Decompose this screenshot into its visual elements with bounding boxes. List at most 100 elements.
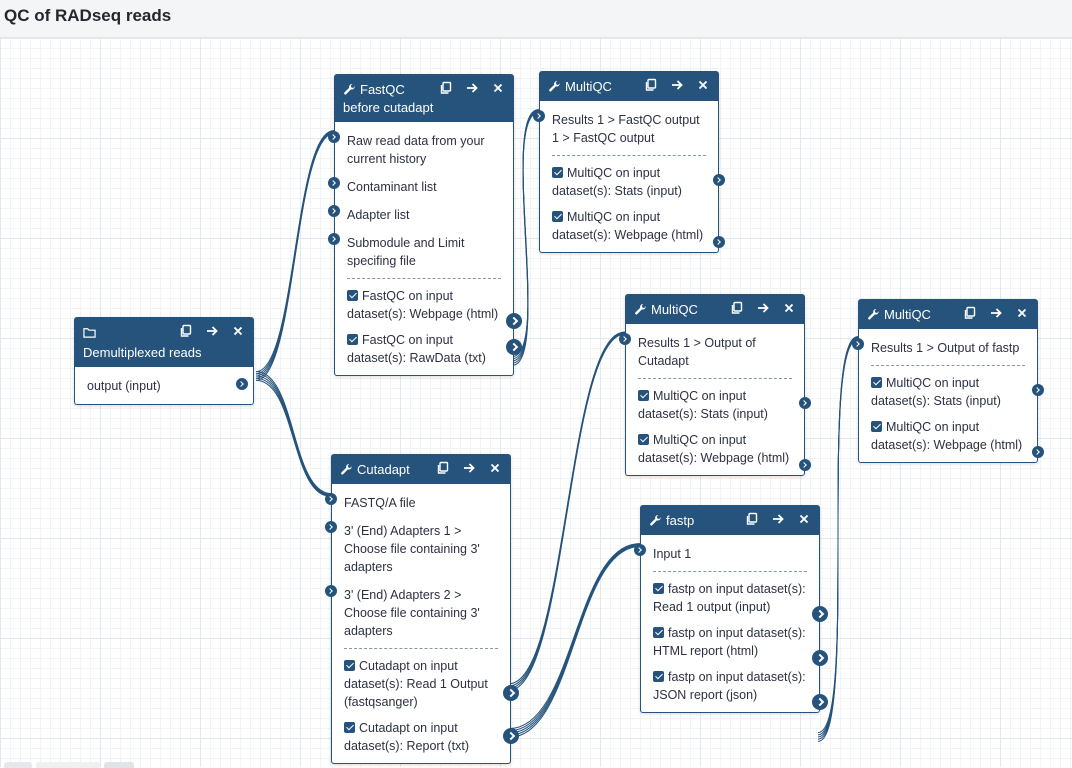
output-terminal[interactable] <box>1032 446 1044 458</box>
close-icon[interactable] <box>797 512 811 526</box>
checkbox-checked-icon[interactable] <box>653 671 664 682</box>
copy-icon[interactable] <box>179 324 193 338</box>
divider <box>653 571 807 572</box>
output-terminal[interactable] <box>812 650 828 666</box>
arrow-right-icon[interactable] <box>465 81 479 95</box>
arrow-right-icon[interactable] <box>462 461 476 475</box>
copy-icon[interactable] <box>436 461 450 475</box>
input-terminal[interactable] <box>325 585 337 597</box>
checkbox-checked-icon[interactable] <box>653 583 664 594</box>
node-title: MultiQC <box>565 79 612 94</box>
output-terminal[interactable] <box>799 459 811 471</box>
checkbox-checked-icon[interactable] <box>638 434 649 445</box>
checkbox-checked-icon[interactable] <box>552 211 563 222</box>
output-terminal[interactable] <box>812 606 828 622</box>
output-terminal[interactable] <box>506 339 522 355</box>
input-terminal[interactable] <box>328 233 340 245</box>
zoom-in-control[interactable] <box>104 762 134 768</box>
output-terminal[interactable] <box>503 728 519 744</box>
node-header[interactable]: fastp <box>641 506 819 535</box>
wrench-icon <box>549 81 560 92</box>
close-icon[interactable] <box>231 324 245 338</box>
close-icon[interactable] <box>782 301 796 315</box>
close-icon[interactable] <box>1015 306 1029 320</box>
output-terminal[interactable] <box>506 313 522 329</box>
output-label: fastp on input dataset(s): HTML report (… <box>653 626 806 658</box>
checkbox-checked-icon[interactable] <box>638 390 649 401</box>
node-header[interactable]: Demultiplexed reads <box>75 318 253 367</box>
output-terminal[interactable] <box>236 378 248 390</box>
node-header[interactable]: MultiQC <box>540 72 718 101</box>
checkbox-checked-icon[interactable] <box>344 722 355 733</box>
zoom-level-control[interactable] <box>36 762 100 768</box>
input-label: Results 1 > Output of Cutadapt <box>638 336 756 368</box>
output-label: FastQC on input dataset(s): Webpage (htm… <box>347 289 499 321</box>
node-multiqc-fastqc[interactable]: MultiQC Results 1 > FastQC output 1 > Fa… <box>533 71 725 253</box>
output-label: fastp on input dataset(s): JSON report (… <box>653 670 806 702</box>
close-icon[interactable] <box>491 81 505 95</box>
input-label: Raw read data from your current history <box>347 134 485 166</box>
input-terminal[interactable] <box>328 177 340 189</box>
output-terminal[interactable] <box>799 397 811 409</box>
checkbox-checked-icon[interactable] <box>344 660 355 671</box>
zoom-out-control[interactable] <box>4 762 32 768</box>
node-header[interactable]: FastQC before cutadapt <box>335 75 513 122</box>
node-cutadapt[interactable]: Cutadapt FASTQ/A file 3' (End) Adapters … <box>325 454 519 764</box>
page-title: QC of RADseq reads <box>4 6 172 25</box>
input-terminal[interactable] <box>852 338 864 350</box>
node-fastqc[interactable]: FastQC before cutadapt Raw read data fro… <box>328 74 522 376</box>
output-terminal[interactable] <box>713 236 725 248</box>
checkbox-checked-icon[interactable] <box>871 377 882 388</box>
node-header[interactable]: MultiQC <box>626 295 804 324</box>
node-header[interactable]: MultiQC <box>859 300 1037 329</box>
output-terminal[interactable] <box>503 685 519 701</box>
checkbox-checked-icon[interactable] <box>347 290 358 301</box>
input-label: Adapter list <box>347 208 410 222</box>
checkbox-checked-icon[interactable] <box>871 421 882 432</box>
copy-icon[interactable] <box>745 512 759 526</box>
arrow-right-icon[interactable] <box>670 78 684 92</box>
output-terminal[interactable] <box>713 174 725 186</box>
checkbox-checked-icon[interactable] <box>347 334 358 345</box>
input-terminal[interactable] <box>619 333 631 345</box>
input-row: Results 1 > FastQC output 1 > FastQC out… <box>533 105 706 151</box>
input-terminal[interactable] <box>328 131 340 143</box>
close-icon[interactable] <box>488 461 502 475</box>
node-fastp[interactable]: fastp Input 1 fastp on input dataset(s):… <box>634 505 828 713</box>
node-multiqc-cutadapt[interactable]: MultiQC Results 1 > Output of Cutadapt M… <box>619 294 811 476</box>
input-terminal[interactable] <box>325 493 337 505</box>
checkbox-checked-icon[interactable] <box>552 167 563 178</box>
output-terminal[interactable] <box>812 694 828 710</box>
close-icon[interactable] <box>696 78 710 92</box>
node-demultiplexed-reads[interactable]: Demultiplexed reads output (input) <box>74 317 254 405</box>
output-label: MultiQC on input dataset(s): Webpage (ht… <box>638 433 790 465</box>
divider <box>344 648 498 649</box>
input-terminal[interactable] <box>328 205 340 217</box>
input-row: Results 1 > Output of fastp <box>852 333 1025 361</box>
input-terminal[interactable] <box>533 110 545 122</box>
node-title: Cutadapt <box>357 462 410 477</box>
wrench-icon <box>344 84 355 95</box>
copy-icon[interactable] <box>439 81 453 95</box>
output-row: FastQC on input dataset(s): RawData (txt… <box>347 327 522 371</box>
output-terminal[interactable] <box>1032 384 1044 396</box>
output-row: MultiQC on input dataset(s): Webpage (ht… <box>638 427 811 471</box>
arrow-right-icon[interactable] <box>771 512 785 526</box>
output-row: Cutadapt on input dataset(s): Report (tx… <box>344 715 519 759</box>
wrench-icon <box>650 515 661 526</box>
copy-icon[interactable] <box>963 306 977 320</box>
input-terminal[interactable] <box>634 544 646 556</box>
node-header[interactable]: Cutadapt <box>332 455 510 484</box>
checkbox-checked-icon[interactable] <box>653 627 664 638</box>
output-row: fastp on input dataset(s): Read 1 output… <box>653 576 828 622</box>
wrench-icon <box>868 309 879 320</box>
arrow-right-icon[interactable] <box>989 306 1003 320</box>
node-multiqc-fastp[interactable]: MultiQC Results 1 > Output of fastp Mult… <box>852 299 1044 463</box>
input-label: FASTQ/A file <box>344 496 416 510</box>
input-row: Input 1 <box>634 539 807 567</box>
arrow-right-icon[interactable] <box>205 324 219 338</box>
input-terminal[interactable] <box>325 521 337 533</box>
arrow-right-icon[interactable] <box>756 301 770 315</box>
copy-icon[interactable] <box>644 78 658 92</box>
copy-icon[interactable] <box>730 301 744 315</box>
